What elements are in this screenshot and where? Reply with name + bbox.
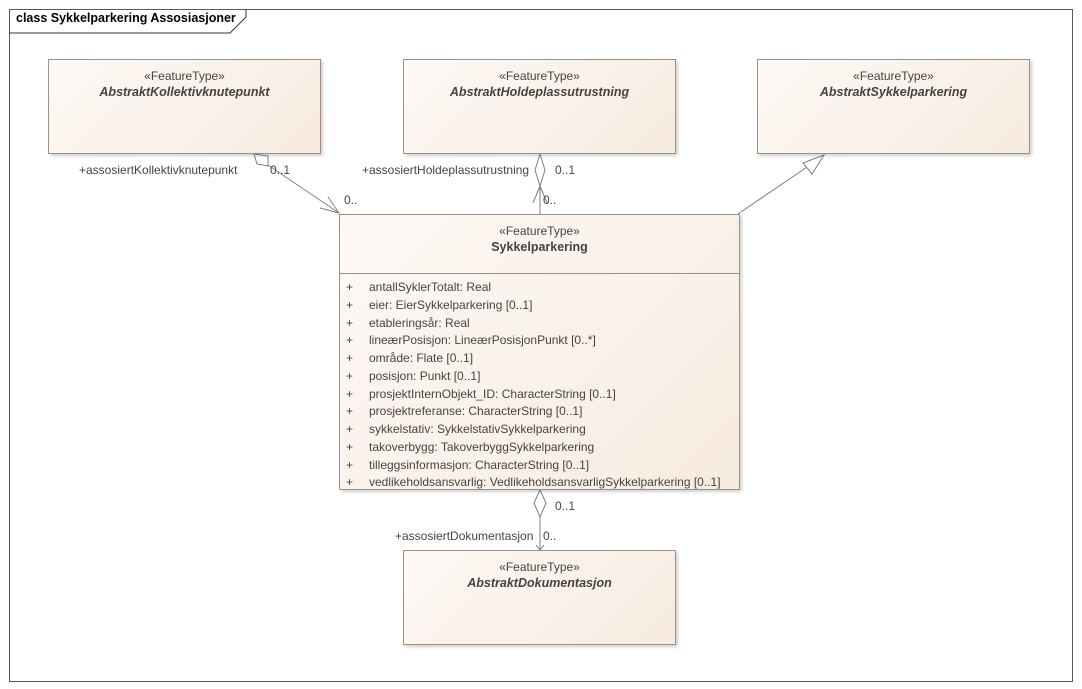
class-name: AbstraktHoldeplassutrustning [449, 85, 630, 99]
attribute-row[interactable]: + etableringsår: Real [340, 315, 739, 333]
visibility-marker: + [346, 333, 354, 348]
attribute-list: + antallSyklerTotalt: Real + eier: EierSyk… [340, 274, 739, 492]
attribute-row[interactable]: + takoverbygg: TakoverbyggSykkelparkering [340, 439, 739, 457]
class-name: Sykkelparkering [491, 240, 588, 254]
diagram-frame [9, 9, 1073, 682]
attribute-text: prosjektInternObjekt_ID: CharacterString… [369, 386, 616, 401]
class-name: AbstraktKollektivknutepunkt [99, 85, 270, 99]
class-stereotype: «FeatureType» [144, 69, 225, 83]
multiplicity-holdeplass-target: 0..1 [555, 163, 576, 177]
attribute-row[interactable]: + posisjon: Punkt [0..1] [340, 368, 739, 386]
attribute-row[interactable]: + prosjektreferanse: CharacterString [0..… [340, 403, 739, 421]
attribute-text: etableringsår: Real [369, 315, 470, 330]
visibility-marker: + [346, 422, 354, 436]
attribute-text: antallSyklerTotalt: Real [369, 280, 492, 294]
attribute-text: vedlikeholdsansvarlig: Vedlikeholdsansva… [369, 475, 721, 490]
visibility-marker: + [346, 439, 354, 454]
attribute-text: lineærPosisjon: LineærPosisjonPunkt [0..… [369, 333, 596, 348]
attribute-text: eier: EierSykkelparkering [0..1] [369, 297, 533, 312]
attribute-row[interactable]: + sykkelstativ: SykkelstativSykkelparkeri… [340, 421, 739, 439]
multiplicity-dok-target: 0.. [543, 529, 557, 543]
role-label-holdeplassutrustning: +assosiertHoldeplassutrustning [362, 163, 530, 177]
role-label-dokumentasjon: +assosiertDokumentasjon [395, 529, 534, 543]
visibility-marker: + [346, 297, 354, 312]
visibility-marker: + [346, 351, 354, 365]
multiplicity-dok-source: 0..1 [555, 499, 576, 513]
multiplicity-kollektiv-source: 0.. [344, 193, 358, 207]
class-abstrakt-dokumentasjon[interactable]: «FeatureType» AbstraktDokumentasjon [403, 550, 676, 645]
class-sykkelparkering[interactable]: «FeatureType» Sykkelparkering + antallSyk… [339, 214, 740, 490]
frame-label-tab [9, 9, 247, 34]
assoc-kollektiv-line[interactable] [267, 164, 340, 214]
visibility-marker: + [346, 475, 354, 490]
class-abstrakt-kollektivknutepunkt[interactable]: «FeatureType» AbstraktKollektivknutepunk… [48, 59, 321, 154]
visibility-marker: + [346, 368, 354, 383]
class-header: «FeatureType» Sykkelparkering [340, 223, 739, 274]
attribute-text: prosjektreferanse: CharacterString [0..1… [369, 404, 583, 419]
class-abstrakt-sykkelparkering[interactable]: «FeatureType» AbstraktSykkelparkering [757, 59, 1030, 154]
class-stereotype: «FeatureType» [499, 560, 580, 574]
assoc-kollektiv-arrowhead [319, 196, 341, 214]
visibility-marker: + [346, 457, 354, 472]
visibility-marker: + [346, 315, 354, 330]
frame-title: class Sykkelparkering Assosiasjoner [16, 11, 236, 25]
attribute-row[interactable]: + vedlikeholdsansvarlig: Vedlikeholdsansv… [340, 474, 739, 492]
class-stereotype: «FeatureType» [853, 69, 934, 83]
role-label-kollektivknutepunkt: +assosiertKollektivknutepunkt [79, 163, 238, 177]
assoc-holdeplass-arrowhead [532, 184, 548, 204]
attribute-text: område: Flate [0..1] [369, 351, 474, 365]
multiplicity-kollektiv-target: 0..1 [270, 163, 291, 177]
attribute-row[interactable]: + lineærPosisjon: LineærPosisjonPunkt [0.… [340, 332, 739, 350]
attribute-row[interactable]: + tilleggsinformasjon: CharacterString [0… [340, 457, 739, 475]
assoc-holdeplass-diamond [534, 152, 546, 188]
attribute-text: sykkelstativ: SykkelstativSykkelparkerin… [369, 422, 586, 436]
attribute-text: posisjon: Punkt [0..1] [369, 368, 481, 383]
attribute-row[interactable]: + eier: EierSykkelparkering [0..1] [340, 297, 739, 315]
attribute-text: takoverbygg: TakoverbyggSykkelparkering [369, 439, 595, 454]
class-abstrakt-holdeplassutrustning[interactable]: «FeatureType» AbstraktHoldeplassutrustni… [403, 59, 676, 154]
attribute-row[interactable]: + antallSyklerTotalt: Real [340, 279, 739, 297]
assoc-dok-diamond [533, 488, 547, 519]
visibility-marker: + [346, 386, 354, 401]
class-name: AbstraktDokumentasjon [467, 576, 612, 590]
class-name: AbstraktSykkelparkering [819, 85, 968, 99]
multiplicity-holdeplass-source: 0.. [543, 193, 557, 207]
generalization-line[interactable] [737, 164, 811, 215]
attribute-row[interactable]: + prosjektInternObjekt_ID: CharacterStrin… [340, 386, 739, 404]
attribute-row[interactable]: + område: Flate [0..1] [340, 350, 739, 368]
visibility-marker: + [346, 404, 354, 419]
attribute-text: tilleggsinformasjon: CharacterString [0.… [369, 457, 590, 472]
class-stereotype: «FeatureType» [499, 69, 580, 83]
assoc-kollektiv-diamond [253, 153, 269, 167]
class-stereotype: «FeatureType» [499, 224, 580, 238]
visibility-marker: + [346, 280, 354, 294]
generalization-arrowhead [802, 153, 826, 175]
